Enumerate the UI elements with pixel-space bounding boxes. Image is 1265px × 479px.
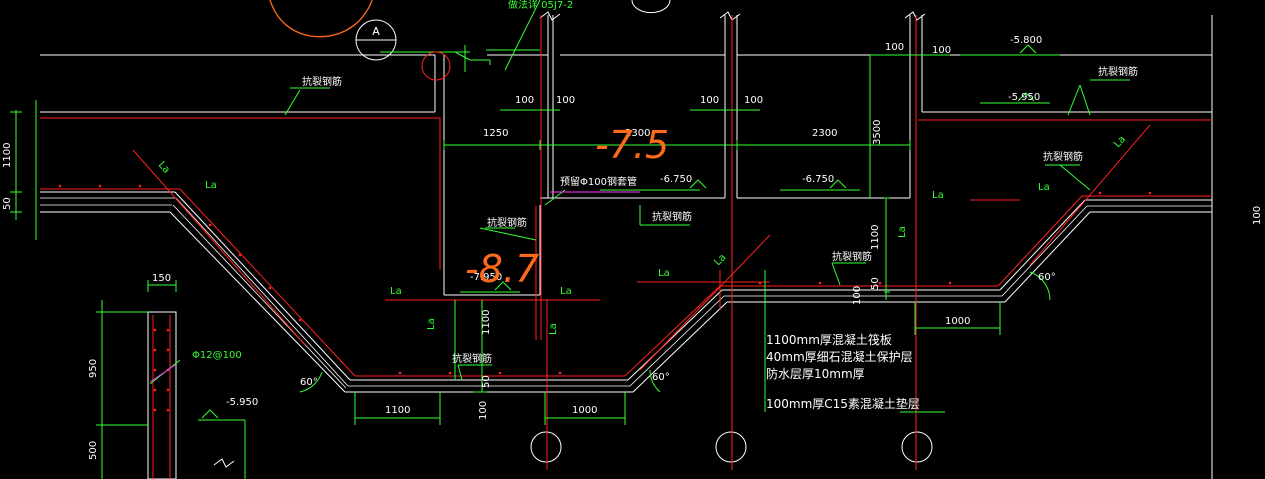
- angle-label-mid: 60°: [652, 372, 670, 383]
- dim-1100-mid: 1100: [870, 225, 881, 250]
- angle-label-left: 60°: [300, 377, 318, 388]
- dim-50-left: 50: [2, 197, 13, 210]
- la-label-12: La: [1112, 134, 1128, 150]
- level-7950: -7.950: [470, 272, 502, 283]
- dim-3500: 3500: [872, 120, 883, 145]
- la-label-6: La: [548, 323, 559, 335]
- note-waterproof: 防水层厚10mm厚: [766, 366, 865, 381]
- dim-1100-left: 1100: [2, 143, 13, 168]
- level-5800: -5.800: [1010, 35, 1042, 46]
- concrete-outline: [40, 0, 1213, 479]
- dim-100-b: 100: [932, 45, 951, 56]
- stirrup-label: Φ12@100: [192, 350, 242, 361]
- la-label-11: La: [1038, 182, 1050, 193]
- dim-1100-pit: 1100: [481, 310, 492, 335]
- la-label-10: La: [897, 226, 908, 238]
- dim-50-mid: 50: [870, 277, 881, 290]
- level-6750-a: -6.750: [660, 174, 692, 185]
- hand-note-87: -8.7: [465, 247, 539, 291]
- dim-100-c: 100: [515, 95, 534, 106]
- dim-50-pit: 50: [481, 375, 492, 388]
- dim-1250: 1250: [483, 128, 508, 139]
- la-label-2: La: [156, 160, 172, 176]
- top-note: 做法详 05J7-2: [508, 0, 573, 11]
- level-5950-left: -5.950: [226, 397, 258, 408]
- dim-100-right: 100: [1252, 206, 1263, 225]
- rebar-label-bottom: 抗裂钢筋: [452, 352, 492, 365]
- rebar-label-left: 抗裂钢筋: [302, 75, 342, 88]
- level-6750-b: -6.750: [802, 174, 834, 185]
- note-cushion: 100mm厚C15素混凝土垫层: [766, 396, 920, 411]
- hand-note-75: -7.5: [595, 123, 669, 167]
- dim-100-a: 100: [885, 42, 904, 53]
- la-label-8: La: [712, 252, 728, 268]
- dim-100-d: 100: [556, 95, 575, 106]
- dim-100-pit: 100: [478, 401, 489, 420]
- dim-2300-a: 2300: [625, 128, 650, 139]
- rebar-lines: [40, 15, 1212, 479]
- la-label-4: La: [560, 286, 572, 297]
- hand-sketch-curve: [269, 0, 373, 38]
- dim-500: 500: [88, 441, 99, 460]
- la-label-5: La: [426, 318, 437, 330]
- rebar-label-right-low: 抗裂钢筋: [1043, 150, 1083, 163]
- sleeve-label: 预留Φ100钢套管: [560, 175, 637, 188]
- dim-150: 150: [152, 273, 171, 284]
- rebar-label-right: 抗裂钢筋: [1098, 65, 1138, 78]
- level-5950-right: -5.950: [1008, 92, 1040, 103]
- dim-1000-bottom: 1000: [572, 405, 597, 416]
- la-label-9: La: [932, 190, 944, 201]
- rebar-label-pit: 抗裂钢筋: [487, 216, 527, 229]
- note-protect: 40mm厚细石混凝土保护层: [766, 349, 913, 364]
- la-label-3: La: [390, 286, 402, 297]
- rebar-label-slope: 抗裂钢筋: [832, 250, 872, 263]
- dim-1000-right: 1000: [945, 316, 970, 327]
- la-label-7: La: [658, 268, 670, 279]
- angle-label-right: 60°: [1038, 272, 1056, 283]
- dim-100-f: 100: [744, 95, 763, 106]
- detail-callout-label: A: [372, 25, 380, 38]
- dim-1100-bottom: 1100: [385, 405, 410, 416]
- dim-2300-b: 2300: [812, 128, 837, 139]
- la-label-1: La: [205, 180, 217, 191]
- dim-100-e: 100: [700, 95, 719, 106]
- dim-950: 950: [88, 359, 99, 378]
- rebar-dots: [58, 184, 1152, 412]
- dim-100-mid: 100: [852, 286, 863, 305]
- rebar-label-mid: 抗裂钢筋: [652, 210, 692, 223]
- note-raft: 1100mm厚混凝土筏板: [766, 332, 892, 347]
- dimension-lines: [10, 0, 1130, 479]
